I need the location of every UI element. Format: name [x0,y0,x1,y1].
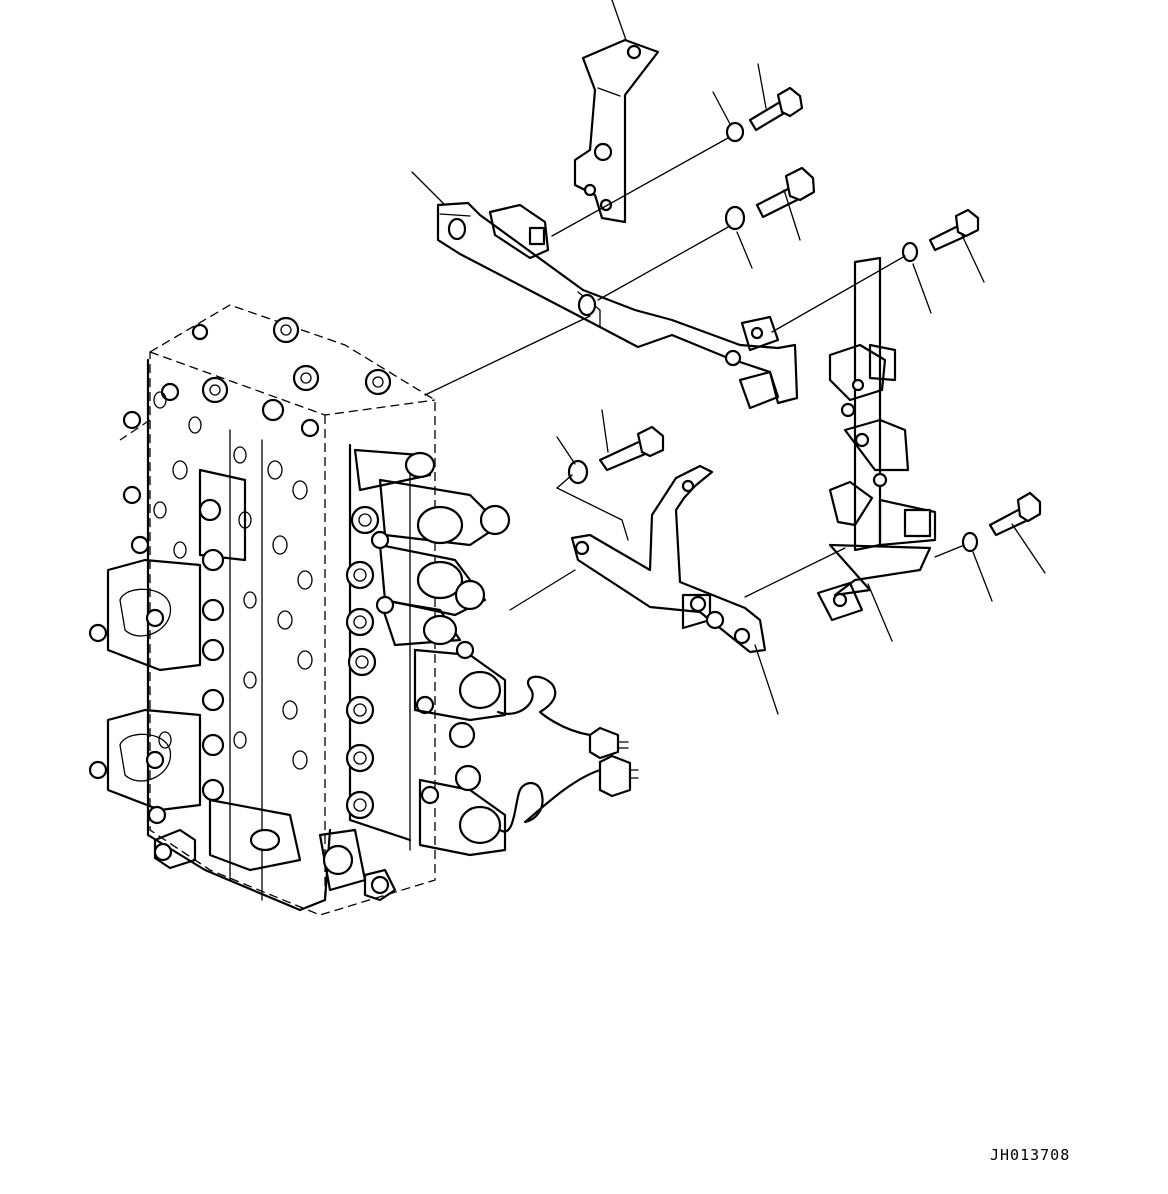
vertical-bracket-right [818,258,935,620]
washer-1 [727,123,743,141]
bolt-1 [750,88,802,130]
wiring-harness [498,677,638,832]
valve-top-bolts [162,318,390,436]
control-valve-assembly [90,305,638,915]
valve-side-blocks [90,412,245,823]
solenoid-valves [347,450,509,818]
long-horizontal-bracket [438,203,797,408]
bolt-3 [930,210,978,250]
washer-2 [726,207,744,229]
drawing-code: JH013708 [990,1146,1071,1164]
lower-bracket [572,466,765,652]
washer-4 [569,461,587,483]
washer-3 [903,243,917,261]
valve-bottom-fittings [155,800,395,900]
bolt-5 [990,493,1040,535]
bolt-2 [757,168,814,217]
upper-bracket [575,40,658,222]
valve-port-holes [154,392,312,769]
washer-5 [963,533,977,551]
leader-lines [412,0,1045,714]
bolt-4 [600,427,663,470]
valve-phantom-outline [120,305,435,915]
fasteners [569,88,1040,551]
valve-right-solenoids [415,642,505,855]
